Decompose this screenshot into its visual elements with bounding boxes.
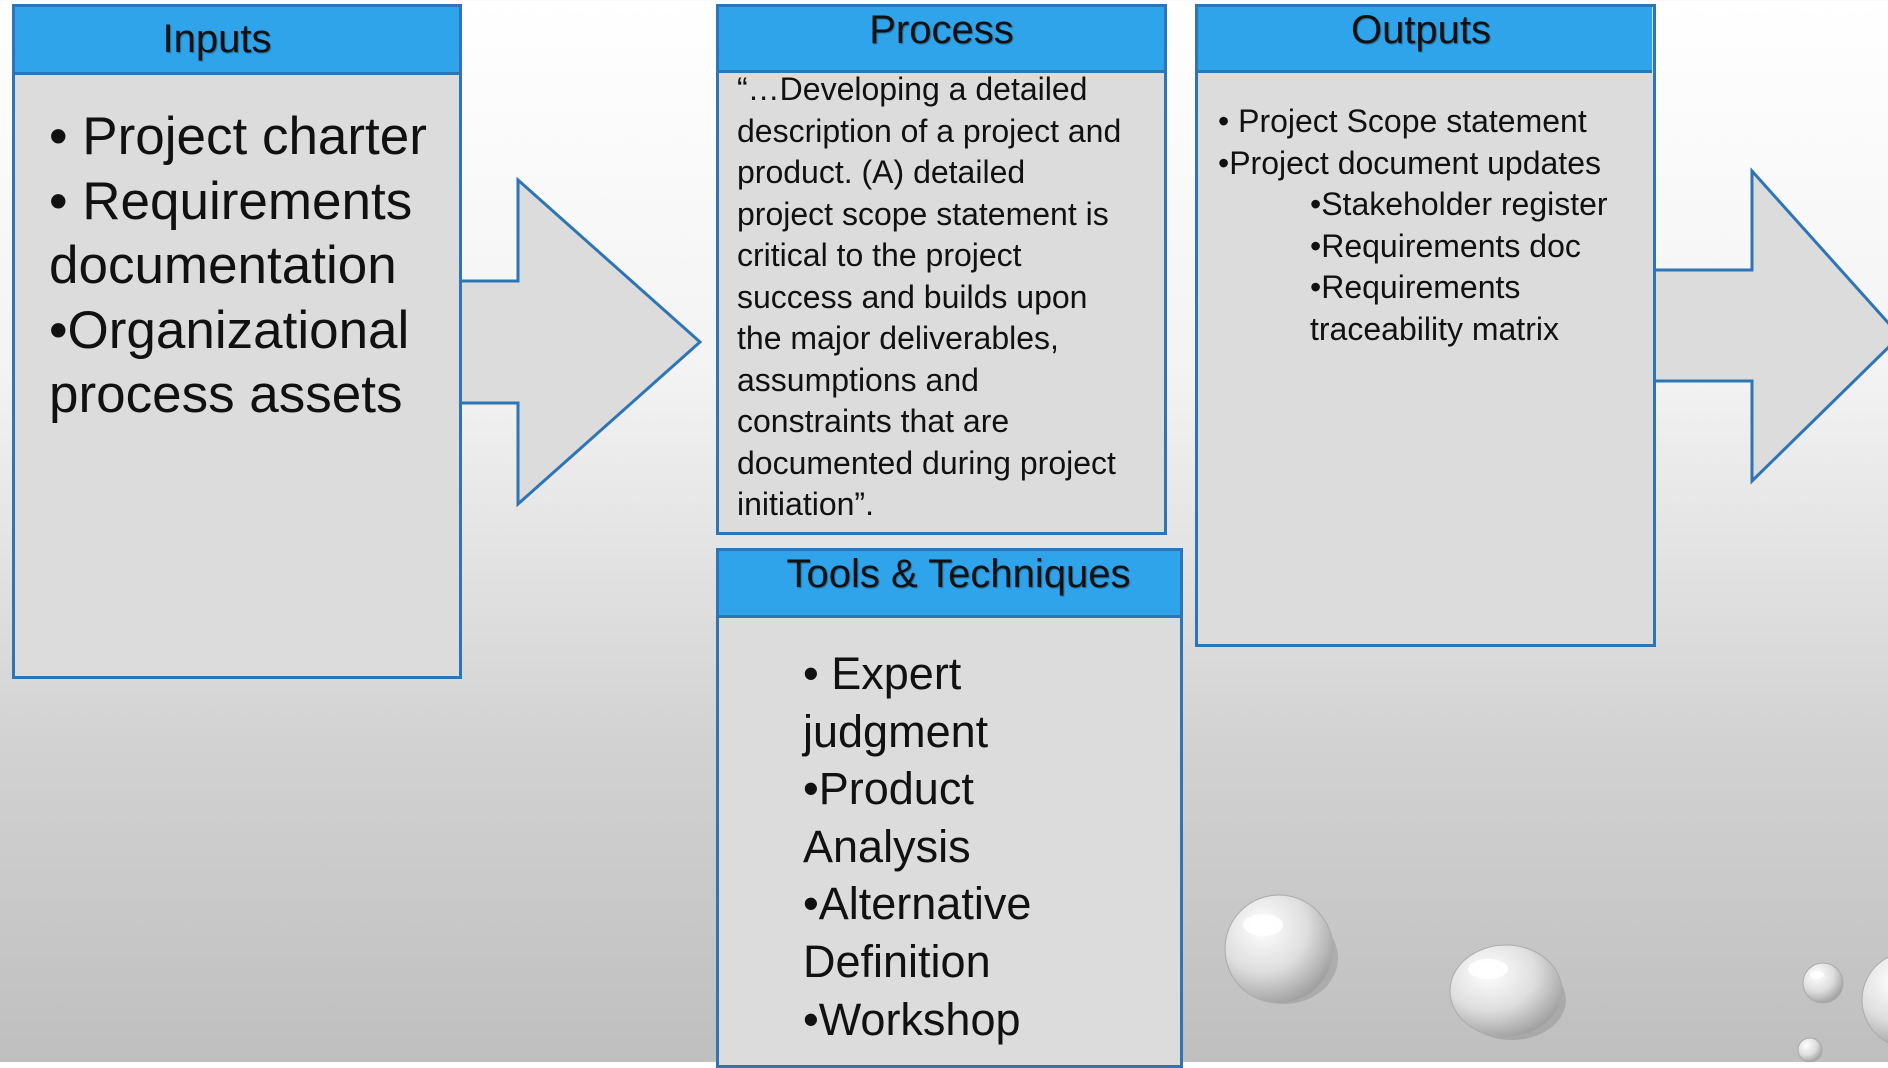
outputs-title: Outputs [1350, 8, 1492, 52]
outputs-line: • Project Scope statement [1218, 103, 1587, 139]
outputs-arrow [1652, 167, 1888, 485]
process-line: the major deliverables, [737, 320, 1059, 356]
process-line: documented during project [737, 444, 1116, 481]
outputs-line: •Requirements [1310, 269, 1521, 306]
tools-line: •Workshop [803, 993, 1021, 1045]
tools-list: • Expert judgment •Product Analysis •Alt… [803, 645, 1031, 1048]
tools-line: •Product [803, 763, 974, 815]
process-line: description of a project and [737, 112, 1122, 149]
process-header: Process [719, 7, 1164, 73]
water-drop [1224, 894, 1338, 1004]
inputs-title: Inputs [162, 17, 272, 61]
inputs-line: process assets [49, 365, 403, 424]
process-box: Process “…Developing a detailed descript… [716, 4, 1167, 535]
tools-title: Tools & Techniques [786, 552, 1131, 596]
inputs-list: • Project charter • Requirements documen… [49, 105, 427, 428]
process-description: “…Developing a detailed description of a… [737, 69, 1121, 526]
process-line: success and builds upon [737, 278, 1088, 315]
outputs-line: •Requirements doc [1310, 227, 1581, 264]
inputs-line: • Project charter [49, 107, 427, 166]
process-title: Process [869, 8, 1014, 52]
inputs-box: Inputs • Project charter • Requirements … [12, 4, 462, 679]
water-drop [1802, 962, 1844, 1004]
process-line: critical to the project [737, 237, 1022, 273]
inputs-header: Inputs [15, 7, 459, 75]
water-drop [1861, 956, 1888, 1044]
tools-box: Tools & Techniques • Expert judgment •Pr… [716, 548, 1183, 1068]
process-line: assumptions and [737, 361, 979, 398]
water-drop [1797, 1037, 1823, 1062]
process-line: “…Developing a detailed [737, 71, 1088, 107]
tools-header: Tools & Techniques [719, 551, 1180, 618]
tools-line: • Expert [803, 648, 962, 699]
process-line: initiation”. [737, 486, 874, 522]
outputs-line: •Project document updates [1218, 144, 1601, 181]
outputs-box: Outputs • Project Scope statement •Proje… [1195, 4, 1656, 647]
outputs-line: traceability matrix [1310, 310, 1559, 347]
inputs-line: documentation [49, 236, 397, 295]
outputs-header: Outputs [1198, 7, 1652, 73]
process-line: product. (A) detailed [737, 154, 1026, 190]
process-line: project scope statement is [737, 195, 1109, 232]
tools-line: •Alternative [803, 878, 1032, 930]
process-line: constraints that are [737, 403, 1010, 439]
inputs-line: •Organizational [49, 300, 410, 360]
inputs-to-process-arrow [456, 176, 703, 508]
tools-line: Analysis [803, 820, 971, 872]
water-drop [1449, 944, 1566, 1040]
outputs-line: •Stakeholder register [1310, 186, 1608, 223]
tools-line: judgment [803, 705, 989, 757]
tools-line: Definition [803, 935, 991, 987]
outputs-list: • Project Scope statement •Project docum… [1218, 101, 1608, 351]
inputs-line: • Requirements [49, 171, 413, 231]
